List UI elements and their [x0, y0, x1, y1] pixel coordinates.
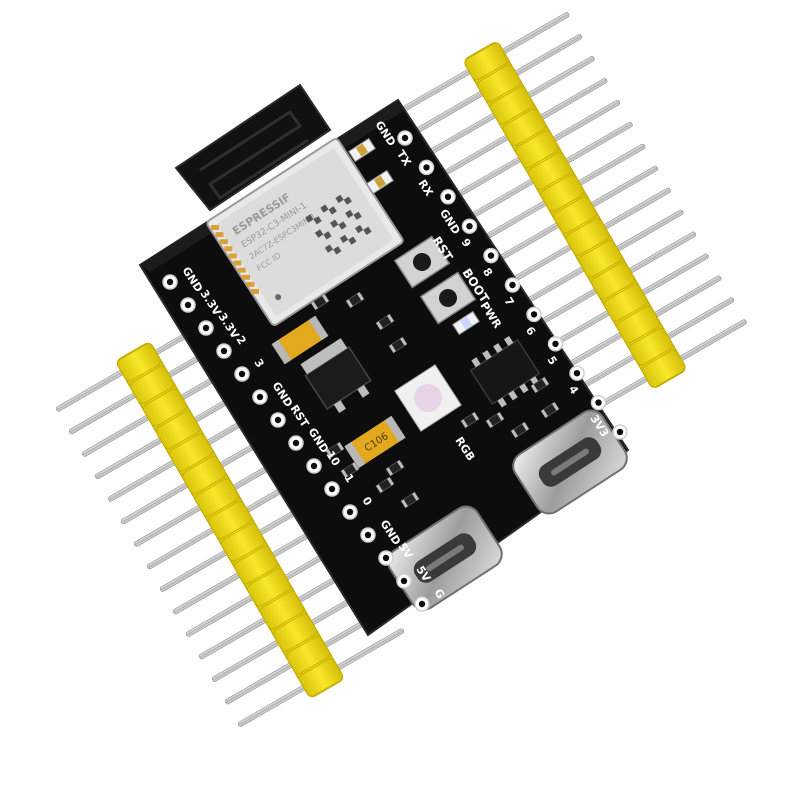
header-segment — [603, 283, 648, 322]
header-segment — [477, 64, 521, 103]
usb-c-connector-2[interactable] — [508, 405, 632, 519]
right-pin-header — [403, 12, 747, 418]
right-header-segments — [464, 42, 686, 388]
left-pin-header — [55, 313, 405, 727]
pad — [219, 239, 228, 245]
header-segment — [553, 196, 597, 234]
header-segment — [143, 388, 187, 427]
voltage-regulator — [300, 338, 372, 413]
tx-led — [347, 137, 377, 163]
header-segment — [641, 349, 686, 388]
smd-part — [345, 291, 365, 309]
header-segment — [464, 42, 509, 81]
header-segment — [260, 591, 304, 630]
header-segment — [169, 433, 213, 472]
rgb-led — [394, 364, 462, 432]
header-segment — [234, 545, 278, 585]
esp32-module: ESPRESSIF ESP32-C3-MINI-1 2AC7Z-ESPC3MIN… — [206, 138, 404, 326]
boot-button[interactable] — [419, 271, 477, 325]
header-segment — [156, 410, 200, 449]
pad — [242, 274, 251, 280]
header-segment — [286, 636, 330, 675]
header-segment — [195, 478, 239, 517]
antenna-area — [174, 83, 332, 212]
pad — [251, 289, 259, 294]
header-segment — [502, 108, 547, 147]
module-qr-code — [305, 194, 372, 255]
smd-part — [530, 376, 550, 394]
pad — [237, 267, 246, 273]
header-segment — [489, 86, 534, 125]
smd-part — [540, 401, 560, 419]
pwr-led — [451, 310, 481, 336]
smd-part — [375, 476, 395, 494]
pad — [215, 232, 224, 238]
pad — [211, 225, 219, 230]
pad — [228, 253, 237, 259]
header-segment — [208, 500, 252, 540]
smd-part — [460, 411, 480, 429]
header-segment — [527, 152, 572, 190]
rx-led — [365, 169, 395, 195]
header-segment — [616, 305, 661, 344]
tantalum-capacitor-1 — [271, 315, 329, 365]
pad — [224, 246, 233, 252]
tantalum-capacitor-2: C106 — [344, 415, 406, 469]
smd-part — [310, 293, 330, 311]
smd-part — [400, 491, 420, 509]
header-segment — [629, 327, 673, 366]
header-segment — [273, 613, 317, 652]
smd-part — [385, 459, 405, 477]
left-header-segments — [117, 343, 343, 697]
header-segment — [247, 568, 291, 607]
smd-part — [388, 336, 408, 354]
pad — [233, 260, 242, 266]
smd-part — [510, 421, 530, 439]
header-segment — [299, 658, 343, 697]
header-segment — [578, 240, 623, 278]
smd-part — [325, 441, 345, 459]
header-segment — [515, 130, 559, 168]
header-segment — [130, 365, 174, 404]
rst-button[interactable] — [393, 235, 451, 289]
module-castellations — [211, 225, 259, 294]
header-segment — [117, 343, 161, 382]
smd-components — [310, 291, 560, 509]
smd-part — [375, 313, 395, 331]
smd-part — [340, 461, 360, 479]
header-segment — [565, 218, 610, 256]
pad — [246, 281, 255, 287]
smd-part — [485, 411, 505, 429]
header-segment — [591, 262, 635, 300]
header-segment — [221, 523, 265, 562]
header-segment — [182, 455, 226, 495]
header-segment — [540, 174, 585, 212]
